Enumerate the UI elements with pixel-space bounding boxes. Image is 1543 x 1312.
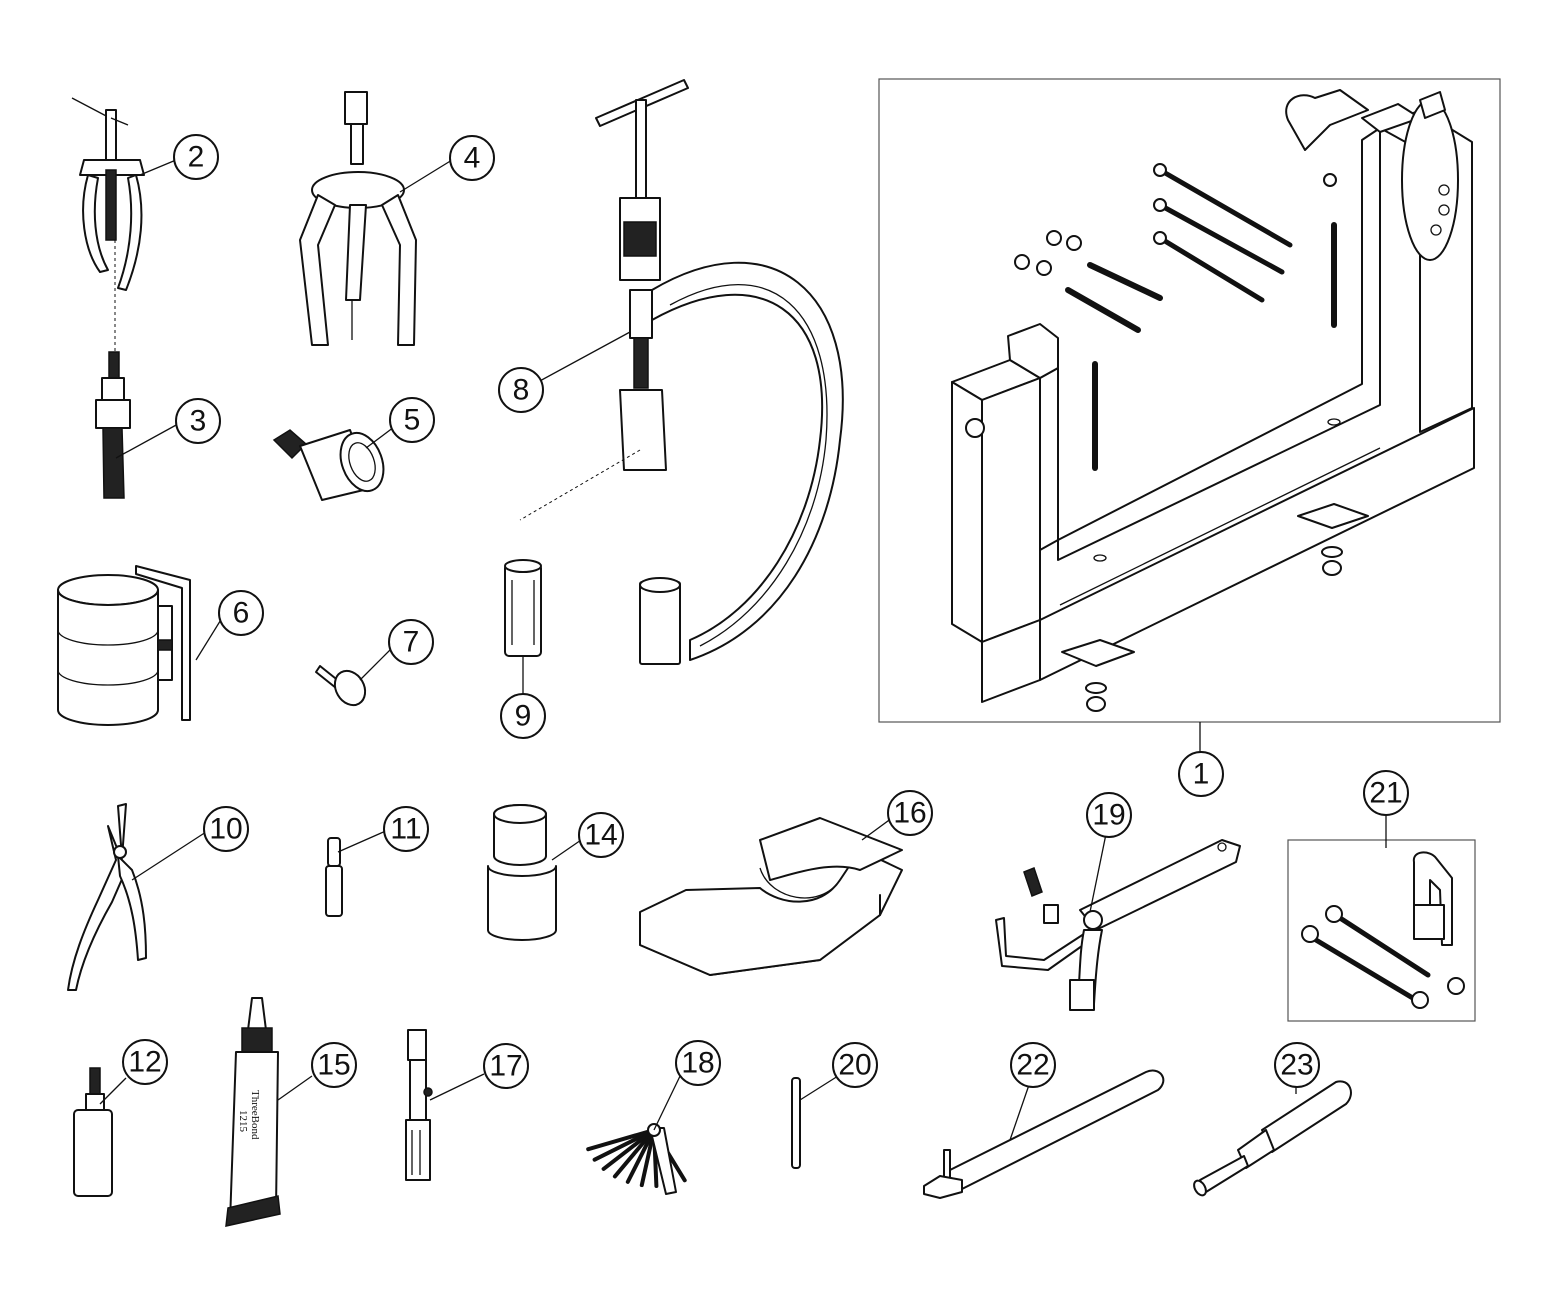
feeler-blade: [625, 1128, 656, 1184]
feeler-blade: [612, 1128, 656, 1179]
tool-22-bracket-set: [1301, 851, 1465, 1009]
tube-number-label: 1215: [237, 1110, 249, 1133]
callout-23: 23: [1274, 1042, 1320, 1088]
callout-11: 11: [383, 806, 429, 852]
frame-part-1: [878, 78, 1501, 723]
callout-6: 6: [218, 590, 264, 636]
tool-14-sealant-tube: [225, 997, 281, 1227]
svg-text:21: 21: [1369, 777, 1402, 810]
callout-5: 5: [389, 397, 435, 443]
callout-16: 17: [483, 1043, 529, 1089]
frame-part-22: [1287, 839, 1476, 1022]
callout-15: 14: [578, 812, 624, 858]
callout-22: 21: [1363, 770, 1409, 816]
tool-5-adapter-socket: [272, 429, 385, 501]
svg-text:22: 22: [1016, 1049, 1049, 1082]
feeler-blade: [601, 1128, 656, 1171]
tool-7-stopper: [315, 665, 367, 707]
svg-text:14: 14: [584, 819, 617, 852]
tube-brand-label: ThreeBond: [249, 1090, 261, 1140]
svg-text:10: 10: [209, 813, 242, 846]
svg-text:7: 7: [403, 626, 420, 659]
callout-2: 2: [173, 134, 219, 180]
leader-lines: [99, 159, 1387, 1141]
svg-text:6: 6: [233, 597, 250, 630]
svg-text:5: 5: [404, 404, 421, 437]
feeler-blade: [592, 1128, 656, 1162]
callout-9: 9: [500, 693, 546, 739]
callout-18: 18: [675, 1040, 721, 1086]
svg-text:1: 1: [1193, 758, 1210, 791]
svg-text:12: 12: [128, 1046, 161, 1079]
svg-text:19: 19: [1092, 799, 1125, 832]
tool-4-three-jaw-puller: [299, 91, 417, 346]
tool-10-circlip-pliers: [67, 803, 147, 991]
svg-text:16: 16: [893, 797, 926, 830]
svg-text:17: 17: [489, 1050, 522, 1083]
tool-19-rod: [791, 1077, 801, 1169]
callout-7: 7: [388, 619, 434, 665]
svg-text:2: 2: [188, 141, 205, 174]
tool-12-threadlock-bottle: [73, 1067, 113, 1197]
callout-8: 8: [498, 367, 544, 413]
feeler-blade: [586, 1128, 656, 1152]
svg-text:11: 11: [390, 813, 421, 846]
callout-21: 22: [1010, 1042, 1056, 1088]
svg-text:18: 18: [681, 1047, 714, 1080]
svg-text:3: 3: [190, 405, 207, 438]
tool-8-valve-spring-compressor: [595, 79, 844, 665]
tool-16-plug-socket: [405, 1029, 433, 1181]
tool-3-adapter-handle: [95, 351, 131, 499]
tool-2-two-jaw-puller: [71, 97, 145, 291]
svg-text:9: 9: [515, 700, 532, 733]
callout-17: 16: [887, 790, 933, 836]
callout-19: 20: [832, 1042, 878, 1088]
tool-18-feeler-gauge: [586, 1123, 687, 1195]
svg-text:8: 8: [513, 374, 530, 407]
svg-text:23: 23: [1280, 1049, 1313, 1082]
callout-3: 3: [175, 398, 221, 444]
tool-17-plate: [639, 817, 903, 976]
callout-4: 4: [449, 135, 495, 181]
tool-21-spanner: [923, 1069, 1165, 1199]
tool-11-pin: [325, 837, 343, 917]
callout-1: 1: [1178, 751, 1224, 797]
callout-20: 19: [1086, 792, 1132, 838]
tool-1-engine-stand: [951, 89, 1475, 712]
svg-text:15: 15: [317, 1049, 350, 1082]
callout-12: 12: [122, 1039, 168, 1085]
svg-text:20: 20: [838, 1049, 871, 1082]
tool-20-holder: [995, 839, 1241, 1011]
tool-15-socket: [487, 804, 557, 941]
tool-23-drift: [1193, 1080, 1352, 1197]
callout-14: 15: [311, 1042, 357, 1088]
tool-6-ring-compressor: [57, 565, 191, 726]
callout-10: 10: [203, 806, 249, 852]
tool-9-adapter: [504, 559, 542, 657]
svg-text:4: 4: [464, 142, 481, 175]
